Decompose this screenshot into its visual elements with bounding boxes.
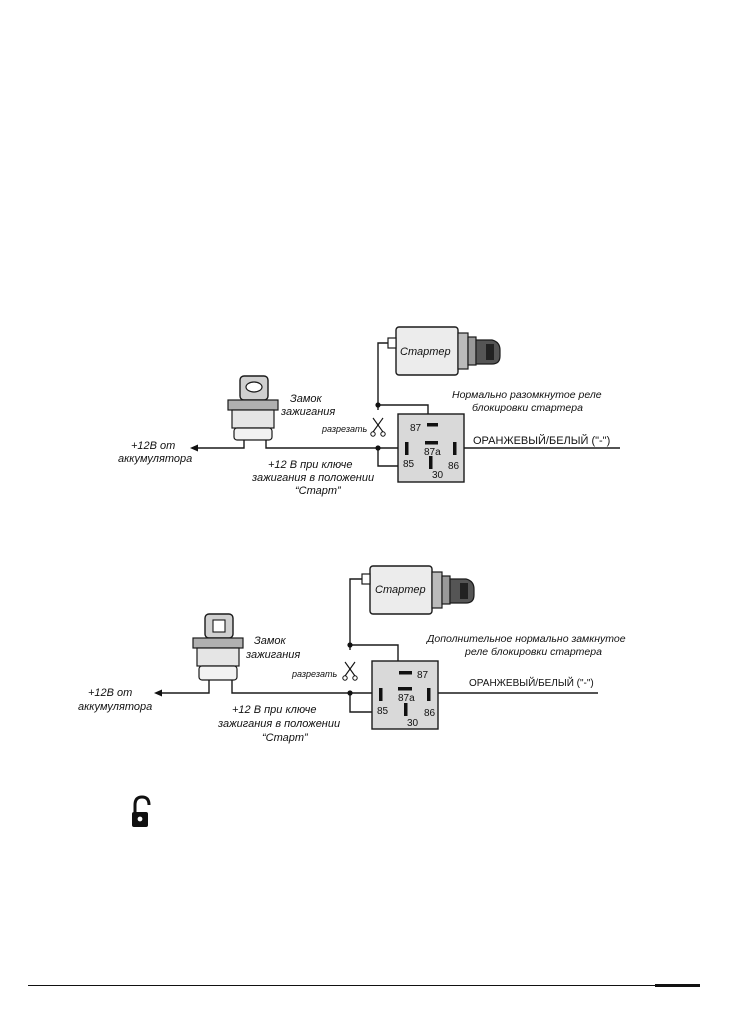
pin-87a-1: 87a (424, 447, 441, 458)
cut-label-1: разрезать (321, 424, 367, 434)
key-label-2a: +12 В при ключе (232, 704, 316, 716)
starter-motor-2: Стартер (361, 565, 475, 615)
battery-label-1b: аккумулятора (118, 453, 192, 465)
scissors-icon (342, 661, 358, 681)
ignition-lock-1: Замок зажигания (227, 375, 335, 441)
wire-label-1: ОРАНЖЕВЫЙ/БЕЛЫЙ ("-") (473, 434, 610, 447)
relay-caption-2b: реле блокировки стартера (464, 646, 602, 658)
key-label-1b: зажигания в положении (251, 472, 374, 484)
relay-2: 87 87a 85 86 30 (371, 660, 439, 730)
lock-label-1b: зажигания (280, 406, 335, 418)
pin-86-1: 86 (448, 461, 460, 472)
lock-label-2a: Замок (254, 635, 287, 647)
relay-caption-1b: блокировки стартера (472, 402, 583, 414)
diagram-2: Стартер Замок зажигания разр (78, 565, 626, 744)
diagram-1: Стартер Замок зажигания разрезать (118, 326, 620, 497)
pin-85-2: 85 (377, 706, 389, 717)
key-label-2b: зажигания в положении (217, 718, 340, 730)
pin-87-2: 87 (417, 670, 429, 681)
scissors-icon (370, 417, 386, 437)
pin-87a-2: 87a (398, 693, 415, 704)
key-label-1c: “Старт” (295, 485, 342, 497)
unlock-icon (132, 795, 151, 827)
ignition-lock-2: Замок зажигания (192, 613, 300, 681)
footer-rule-accent (655, 984, 700, 987)
starter-label-1: Стартер (400, 346, 451, 358)
battery-label-2b: аккумулятора (78, 701, 152, 713)
lock-label-2b: зажигания (245, 649, 300, 661)
pin-30-2: 30 (407, 718, 419, 729)
key-label-1a: +12 В при ключе (268, 459, 352, 471)
pin-86-2: 86 (424, 708, 436, 719)
relay-1: 87 87a 85 86 30 (397, 413, 465, 483)
battery-label-2a: +12В от (88, 687, 132, 699)
pin-87-1: 87 (410, 423, 422, 434)
pin-30-1: 30 (432, 470, 444, 481)
starter-motor-1: Стартер (387, 326, 501, 376)
battery-label-1a: +12В от (131, 440, 175, 452)
starter-label-2: Стартер (375, 584, 426, 596)
pin-85-1: 85 (403, 459, 415, 470)
key-label-2c: “Старт” (262, 732, 309, 744)
footer-rule (28, 985, 700, 986)
cut-label-2: разрезать (291, 669, 337, 679)
lock-label-1a: Замок (290, 393, 323, 405)
wire-label-2: ОРАНЖЕВЫЙ/БЕЛЫЙ ("-") (469, 676, 594, 689)
relay-caption-2a: Дополнительное нормально замкнутое (426, 633, 626, 645)
relay-caption-1a: Нормально разомкнутое реле (452, 389, 602, 401)
